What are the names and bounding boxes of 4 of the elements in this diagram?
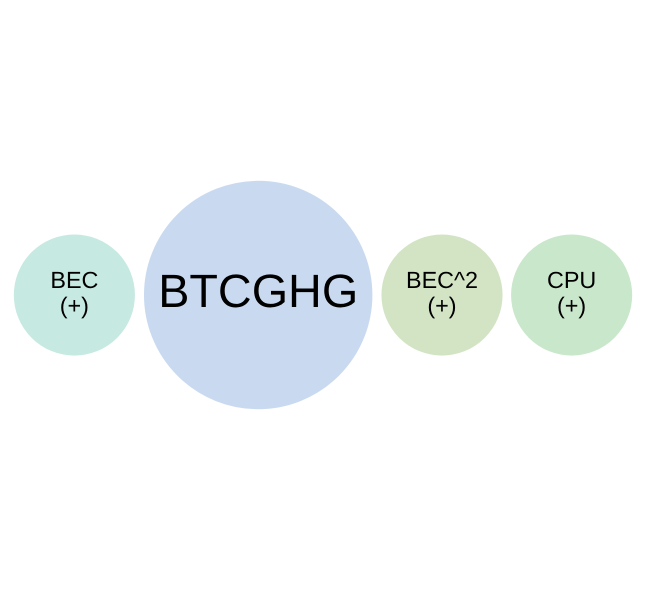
- node-circle: BEC^2 (+): [380, 232, 504, 356]
- node-circle: CPU (+): [510, 232, 633, 356]
- node-circle: BEC (+): [12, 232, 136, 356]
- node-circle: BTCGHG: [142, 179, 373, 410]
